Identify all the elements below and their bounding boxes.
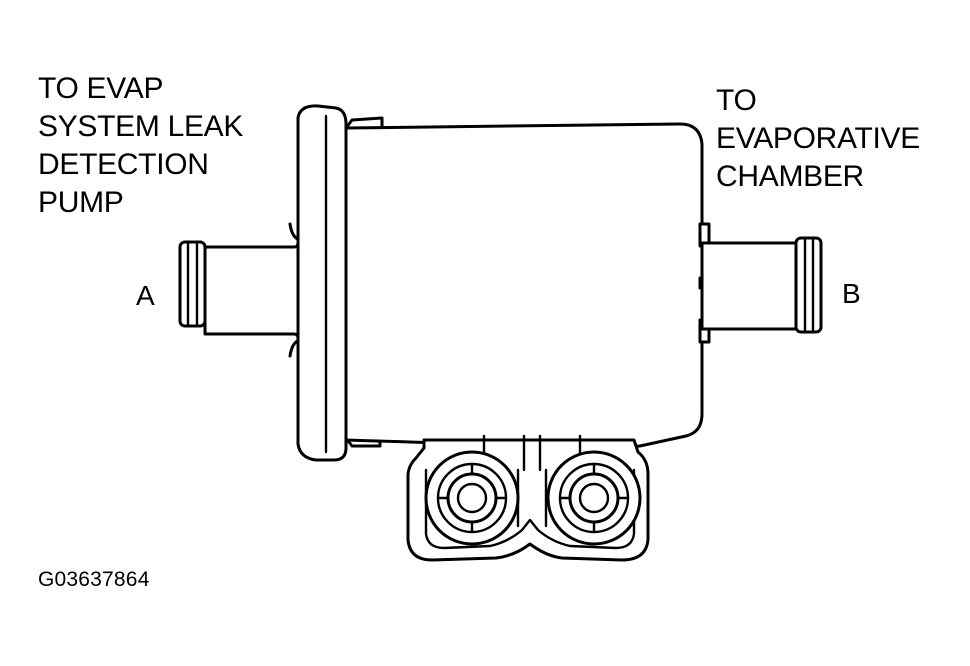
port-b-label: B (842, 278, 861, 309)
label-right-line: CHAMBER (716, 160, 864, 193)
label-right-line: TO (716, 84, 757, 117)
label-to-leak-detection-pump: TO EVAP SYSTEM LEAK DETECTION PUMP (38, 70, 243, 222)
port-a-label: A (136, 280, 155, 311)
label-left-line: SYSTEM LEAK (38, 110, 244, 143)
left-grommet (424, 450, 520, 546)
figure-id: G03637864 (38, 568, 150, 591)
label-to-evaporative-chamber: TO EVAPORATIVE CHAMBER (716, 82, 920, 196)
label-left-line: TO EVAP (38, 72, 164, 105)
label-left-line: PUMP (38, 186, 124, 219)
label-right-line: EVAPORATIVE (716, 122, 920, 155)
canister-body (344, 122, 711, 448)
right-grommet (546, 450, 642, 546)
port-a-nipple (178, 222, 302, 358)
port-b-nipple (700, 236, 823, 334)
mounting-flange (296, 104, 384, 462)
label-left-line: DETECTION (38, 148, 209, 181)
